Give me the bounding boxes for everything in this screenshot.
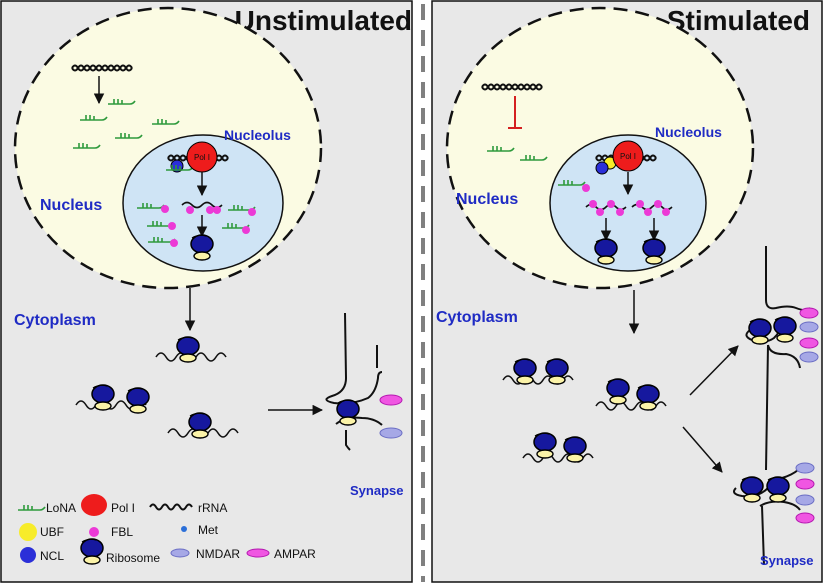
transport-arrow [689, 345, 739, 396]
fbl-protein [248, 208, 256, 216]
nmdar-receptor [795, 494, 815, 506]
nmdar-receptor [795, 462, 815, 474]
legend-rrna-icon [149, 503, 193, 511]
nucleus-label: Nucleus [40, 197, 102, 214]
fbl-protein [616, 208, 624, 216]
legend-rrna-label: rRNA [198, 501, 227, 515]
legend-fbl-label: FBL [111, 525, 133, 539]
ampar-receptor [795, 478, 815, 490]
pol1-label: Pol I [620, 152, 636, 161]
legend-pol1-icon [81, 494, 107, 516]
pol1-label: Pol I [194, 153, 210, 162]
panel-unstimulated: Unstimulated Nucleus Nucleolus Pol I [0, 0, 413, 583]
fbl-protein [644, 208, 652, 216]
dendrite-membrane [765, 344, 801, 471]
nucleolus [122, 134, 284, 272]
ampar-receptor [379, 394, 403, 406]
legend-ampar-label: AMPAR [274, 547, 316, 561]
inhibition-symbol [508, 96, 522, 129]
nucleus-label: Nucleus [456, 191, 518, 208]
fbl-protein [654, 200, 662, 208]
fbl-protein [242, 226, 250, 234]
fbl-protein [168, 222, 176, 230]
legend: LoNA Pol I rRNA UBF FBL Met NCL Ribosome… [17, 494, 316, 565]
transport-arrow [682, 426, 723, 473]
legend-met-icon [181, 526, 187, 532]
synapse-label: Synapse [760, 553, 813, 568]
synapse-label: Synapse [350, 483, 403, 498]
fbl-protein [636, 200, 644, 208]
cytoplasm-label: Cytoplasm [436, 309, 518, 326]
legend-ncl-label: NCL [40, 549, 64, 563]
legend-nmdar-icon [170, 548, 190, 558]
fbl-protein [186, 206, 194, 214]
fbl-protein [662, 208, 670, 216]
cytoplasm-label: Cytoplasm [14, 312, 96, 329]
nucleolus [549, 134, 707, 272]
nmdar-receptor [799, 351, 819, 363]
fbl-protein [589, 200, 597, 208]
fbl-protein [170, 239, 178, 247]
legend-met-label: Met [198, 523, 219, 537]
legend-fbl-icon [89, 527, 99, 537]
legend-ubf-label: UBF [40, 525, 64, 539]
panel-title: Unstimulated [235, 5, 412, 36]
ampar-receptor [799, 337, 819, 349]
legend-pol1-label: Pol I [111, 501, 135, 515]
fbl-protein [596, 208, 604, 216]
ampar-receptor [795, 512, 815, 524]
panel-title: Stimulated [667, 5, 810, 36]
ribosome [190, 234, 214, 261]
fbl-protein [206, 206, 214, 214]
legend-nmdar-label: NMDAR [196, 547, 240, 561]
ncl-protein [595, 161, 609, 175]
legend-ribosome-icon [80, 538, 104, 565]
fbl-protein [607, 200, 615, 208]
ribosome [594, 238, 618, 265]
legend-ncl-icon [20, 547, 36, 563]
fbl-protein [213, 206, 221, 214]
nmdar-receptor [379, 427, 403, 439]
pol1-enzyme [612, 140, 644, 172]
ampar-receptor [799, 307, 819, 319]
fbl-protein [161, 205, 169, 213]
fbl-protein [582, 184, 590, 192]
legend-ribosome-label: Ribosome [106, 551, 160, 565]
ribosome [642, 238, 666, 265]
nucleolus-label: Nucleolus [224, 127, 291, 143]
panel-stimulated: Stimulated Nucleus Nucleolus Pol I Cytop… [431, 0, 823, 583]
legend-ampar-icon [246, 548, 270, 558]
legend-ubf-icon [19, 523, 37, 541]
dendrite-membrane [759, 500, 801, 566]
nmdar-receptor [799, 321, 819, 333]
nucleolus-label: Nucleolus [655, 124, 722, 140]
spine-ribosome [336, 399, 360, 426]
legend-lona-label: LoNA [46, 501, 76, 515]
